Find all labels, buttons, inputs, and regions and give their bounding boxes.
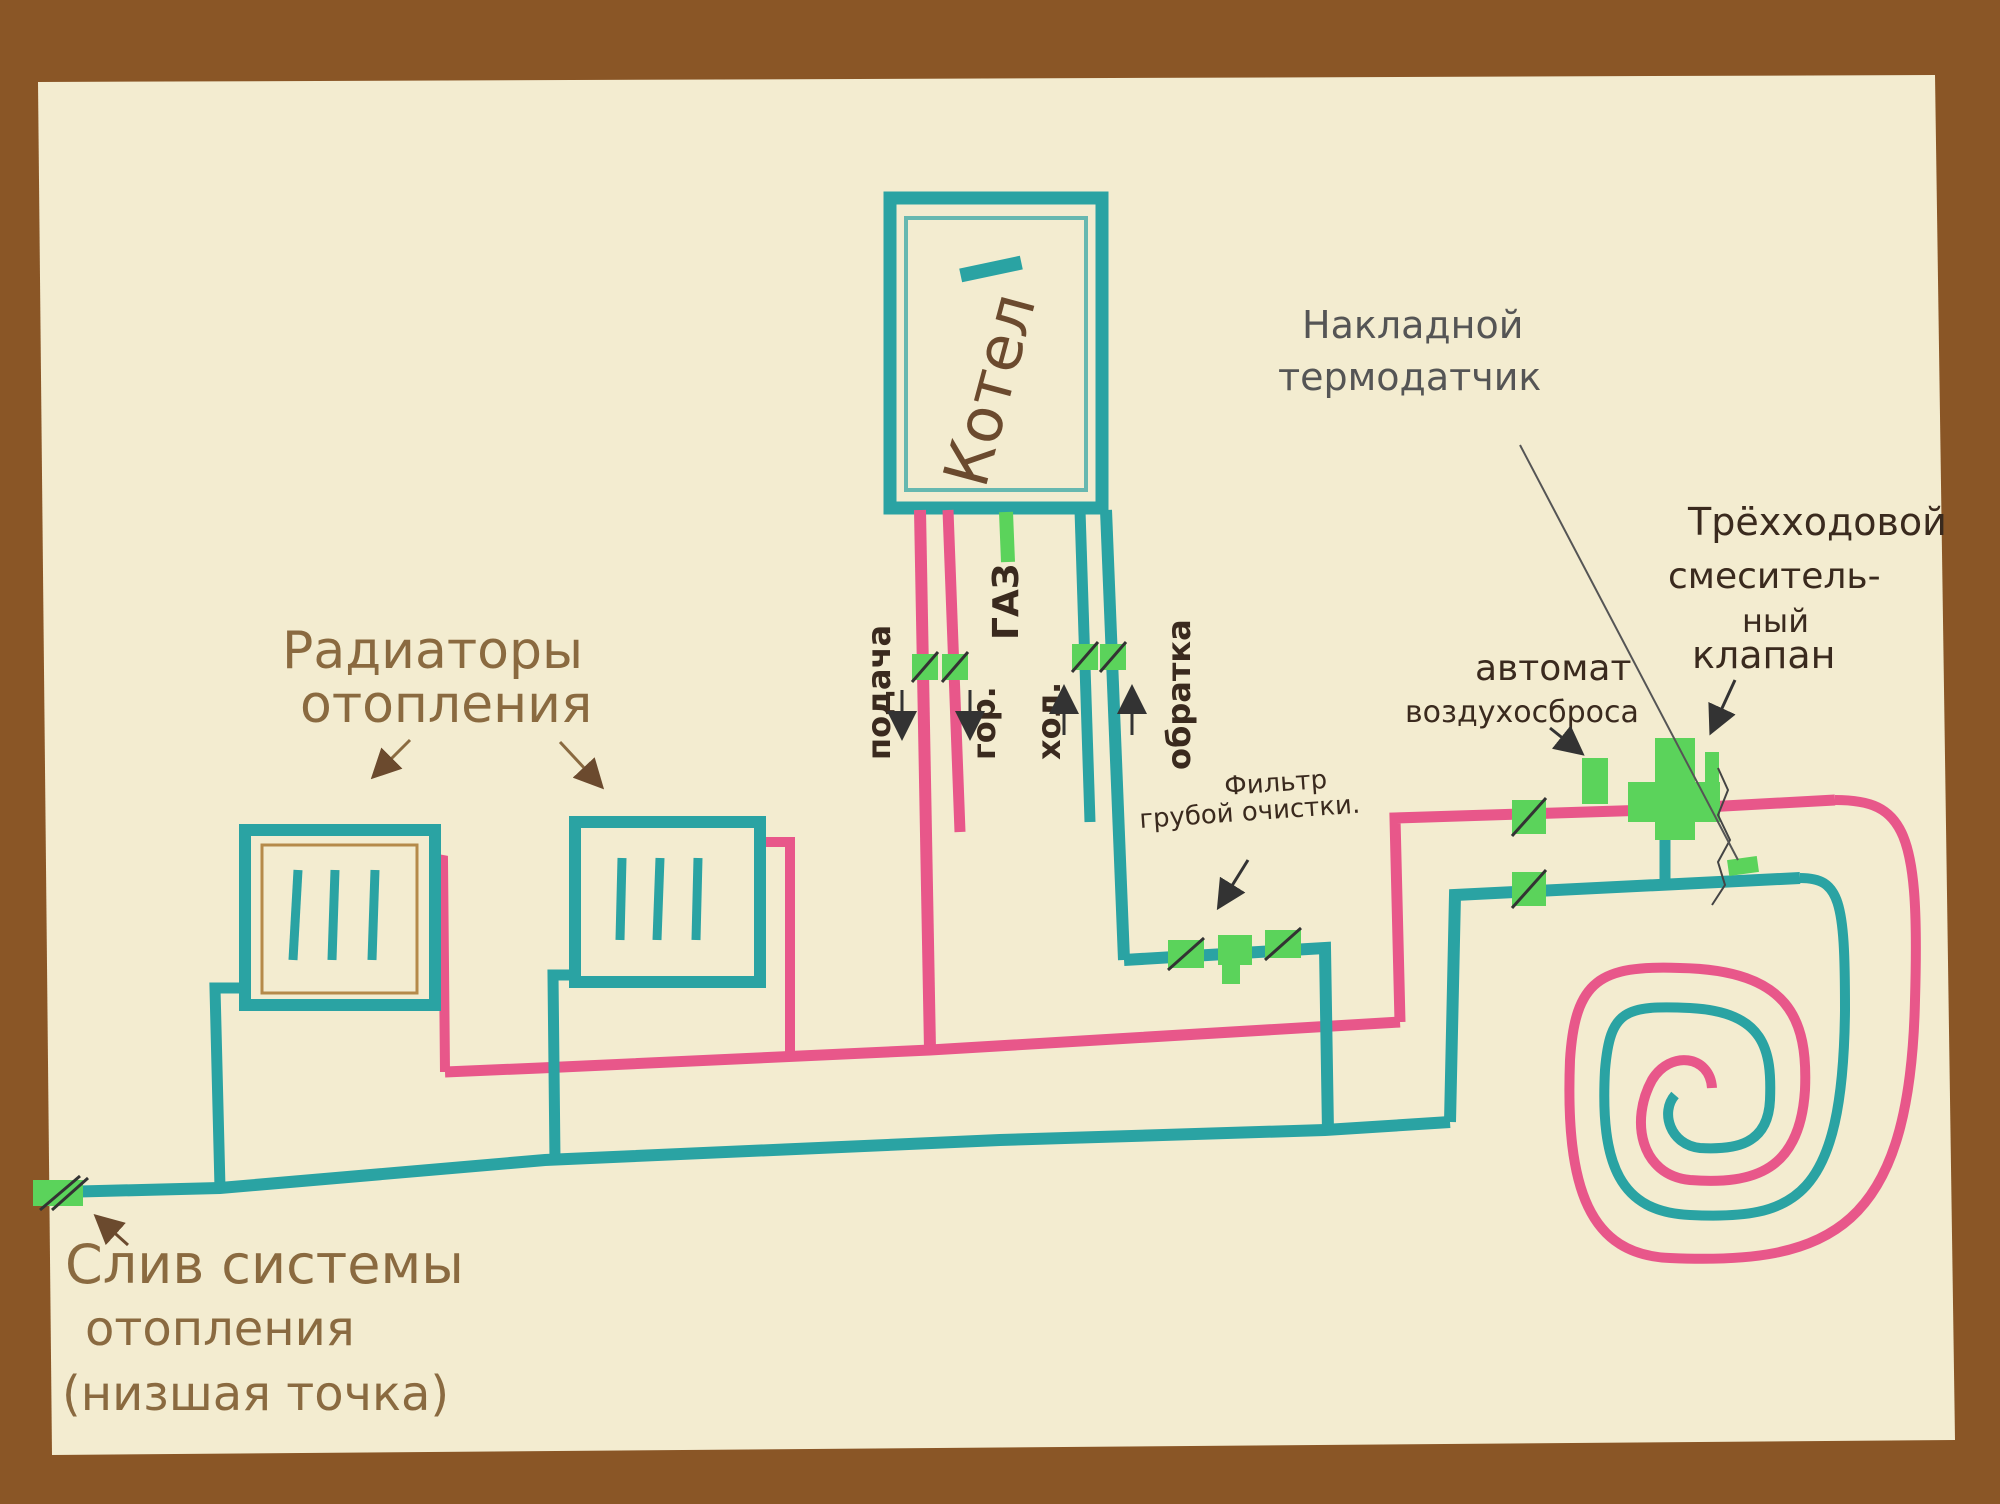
return-from-floor (1444, 872, 1801, 1123)
valve-supply-mark (910, 651, 940, 683)
filter-body (1218, 935, 1252, 965)
valve-label-line-4: клапан (1692, 633, 1836, 677)
air-vent (1582, 758, 1608, 804)
return-pipe-outlet (1100, 509, 1130, 961)
air-vent-label-line-1: автомат (1475, 648, 1631, 689)
filter-valve-left-mark (1167, 936, 1205, 972)
radiator-2-fin-1 (615, 857, 627, 941)
radiators-label-line-1: Радиаторы (282, 621, 583, 681)
boiler-display-icon (959, 255, 1023, 283)
surface-thermosensor (1727, 855, 1759, 877)
sensor-pointer-line (1519, 444, 1739, 861)
supply-to-radiator-2 (765, 837, 795, 1055)
three-way-mixing-valve (1628, 738, 1732, 906)
drain-arrow (93, 1213, 130, 1247)
floor-return-valve-mark (1510, 868, 1548, 910)
radiator-2-fin-3 (691, 857, 703, 941)
air-vent-label-line-2: воздухосброса (1405, 695, 1639, 730)
radiator-1-fin-3 (367, 869, 380, 961)
flow-arrows (887, 684, 1147, 741)
radiator-2-body (569, 816, 766, 988)
boiler-inner-frame (904, 216, 1088, 492)
air-vent-arrow (1549, 725, 1585, 756)
floor-loop-supply (1564, 795, 1921, 1264)
floor-loop-return (1599, 873, 1851, 1221)
gas-label: ГАЗ (986, 564, 1027, 640)
valve-return-mark (1098, 641, 1128, 673)
radiator-1-fin-1 (288, 869, 303, 961)
radiator-1 (239, 824, 441, 1011)
filter-label-line-1: Фильтр (1223, 765, 1328, 802)
drain-label-line-3: (низшая точка) (62, 1366, 449, 1422)
boiler-outer-frame (883, 191, 1109, 515)
supply-main-line (444, 1016, 1401, 1078)
sensor-label-line-1: Накладной (1302, 303, 1523, 347)
filter-sump (1222, 962, 1240, 984)
supply-label: подача (860, 625, 898, 760)
valve-arrow (1708, 679, 1737, 736)
return-main-line (59, 1116, 1451, 1198)
valve-label-line-2: смеситель- (1668, 556, 1881, 597)
drain-valve-mark-1 (39, 1174, 81, 1212)
paper-sheet (38, 75, 1955, 1455)
valve-label-line-1: Трёхходовой (1687, 500, 1947, 544)
return-label: обратка (1160, 619, 1198, 770)
radiators-arrow-2 (558, 740, 605, 790)
drain-label-line-2: отопления (85, 1301, 355, 1357)
valve-cold-water-mark (1070, 641, 1100, 673)
radiator-1-fin-2 (327, 869, 340, 961)
radiator-1-inner (260, 843, 419, 995)
valve-hot-water-mark (940, 651, 970, 683)
floor-shutoff-valves (1510, 796, 1548, 910)
radiator-2-fin-2 (652, 857, 665, 941)
underfloor-heating-loop (1564, 795, 1921, 1264)
radiators-arrow-1 (370, 738, 412, 780)
coarse-filter-assembly (1167, 926, 1302, 984)
sensor-label-line-2: термодатчик (1278, 355, 1541, 399)
filter-arrow (1216, 859, 1250, 911)
valve-label-line-3: ный (1742, 602, 1809, 640)
mixing-valve-cross-vertical (1655, 770, 1695, 840)
drain-label-line-1: Слив системы (65, 1233, 464, 1296)
gas-pipe (999, 511, 1015, 563)
filter-valve-right-mark (1264, 926, 1302, 962)
radiator-1-body (239, 824, 441, 1011)
floor-supply-valve-mark (1510, 796, 1548, 838)
cold-water-label: хол. (1030, 682, 1068, 760)
radiator-2 (569, 816, 766, 988)
supply-pipe-outlet (914, 509, 936, 1051)
mixing-valve-actuator (1705, 752, 1719, 782)
return-from-radiator-1 (209, 982, 250, 1189)
sensor-cable (1711, 767, 1732, 906)
drain-valve-mark-2 (51, 1176, 89, 1212)
radiators-label-line-2: отопления (300, 675, 592, 735)
drain-valve (33, 1174, 89, 1212)
boiler-valves (910, 641, 1128, 683)
mixing-valve-top (1655, 738, 1695, 774)
